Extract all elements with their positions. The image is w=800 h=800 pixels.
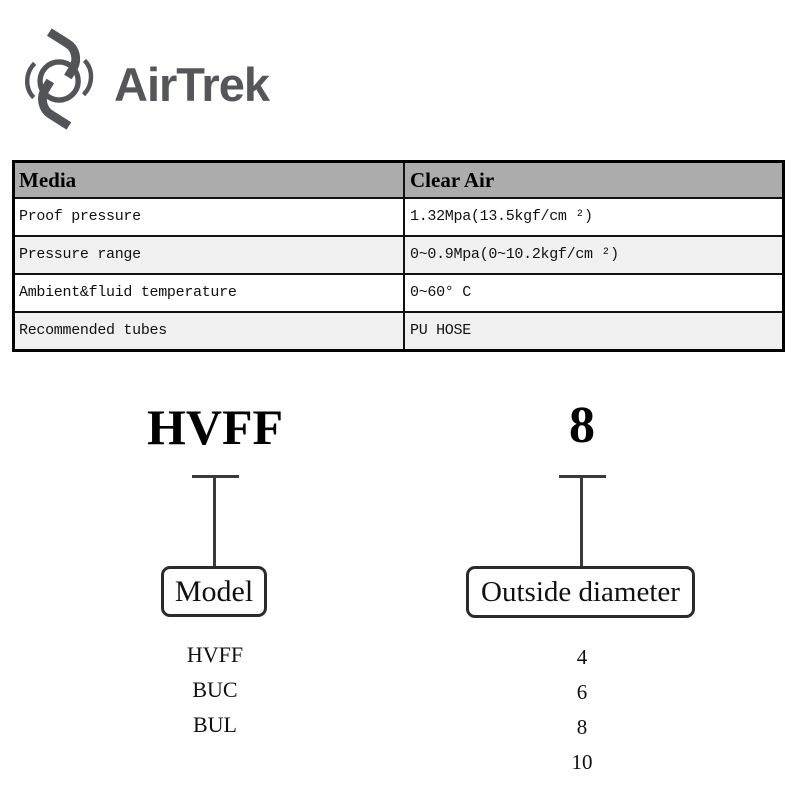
table-row: Pressure range 0~0.9Mpa(0~10.2kgf/cm ²) xyxy=(15,235,782,273)
spec-header-clear-air: Clear Air xyxy=(403,163,782,197)
order-code-model: HVFF xyxy=(146,399,284,455)
spec-value: PU HOSE xyxy=(403,313,782,349)
table-row: Proof pressure 1.32Mpa(13.5kgf/cm ²) xyxy=(15,197,782,235)
diameter-option: 10 xyxy=(571,750,593,774)
spec-value: 0~60° C xyxy=(403,275,782,311)
outside-diameter-label: Outside diameter xyxy=(481,575,680,608)
model-label-box: Model xyxy=(161,566,267,617)
airtrek-swirl-icon xyxy=(25,28,94,130)
spec-table: Media Clear Air Proof pressure 1.32Mpa(1… xyxy=(12,160,785,352)
order-code-diameter: 8 xyxy=(569,397,595,454)
model-connector-stem xyxy=(213,475,216,570)
brand-logo: AirTrek xyxy=(20,28,270,130)
spec-label: Pressure range xyxy=(19,246,141,263)
brand-name: AirTrek xyxy=(114,57,270,111)
diameter-option-list: 4 6 8 10 xyxy=(482,640,682,780)
spec-header-media: Media xyxy=(19,168,77,192)
diameter-option: 8 xyxy=(576,715,588,739)
diameter-connector-stem xyxy=(580,475,583,570)
spec-table-header-row: Media Clear Air xyxy=(15,163,782,197)
model-label: Model xyxy=(174,574,254,608)
table-row: Ambient&fluid temperature 0~60° C xyxy=(15,273,782,311)
spec-label: Proof pressure xyxy=(19,208,141,225)
diameter-option: 4 xyxy=(576,645,588,669)
diameter-option: 6 xyxy=(576,680,588,704)
model-option-list: HVFF BUC BUL xyxy=(115,637,315,742)
outside-diameter-label-box: Outside diameter xyxy=(466,566,695,618)
spec-label: Ambient&fluid temperature xyxy=(19,284,237,301)
model-option: BUC xyxy=(192,677,238,702)
model-option: HVFF xyxy=(186,642,244,667)
model-option: BUL xyxy=(193,712,237,737)
table-row: Recommended tubes PU HOSE xyxy=(15,311,782,349)
spec-value: 0~0.9Mpa(0~10.2kgf/cm ²) xyxy=(403,237,782,273)
spec-value: 1.32Mpa(13.5kgf/cm ²) xyxy=(403,199,782,235)
spec-label: Recommended tubes xyxy=(19,322,167,339)
